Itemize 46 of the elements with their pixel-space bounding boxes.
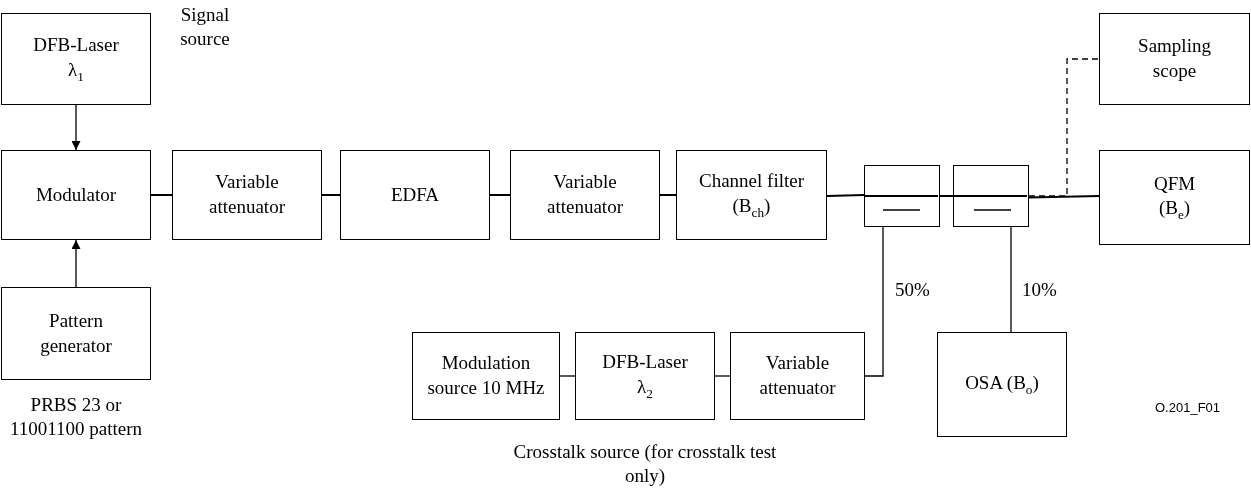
- box-label: EDFA: [390, 182, 440, 207]
- connector-line: [321, 194, 341, 196]
- box-label: OSA (B$_{o}$): [965, 370, 1039, 399]
- box-label: QFM (B$_{e}$): [1152, 171, 1197, 224]
- process-box: [1099, 13, 1250, 105]
- arrow: [71, 239, 81, 288]
- connector-line: [1028, 195, 1100, 199]
- connector-line: [826, 194, 865, 197]
- process-box: [1, 150, 151, 240]
- box-label: Variable attenuator: [546, 170, 624, 219]
- process-box: [575, 332, 715, 420]
- box-label: Pattern generator: [39, 308, 113, 358]
- process-box: [1, 287, 151, 380]
- section-label: Crosstalk source (for crosstalk test only): [512, 440, 778, 488]
- process-box: [1, 13, 151, 105]
- connector-line: [714, 375, 731, 377]
- process-box: [172, 150, 322, 240]
- box-label: Variable attenuator: [208, 170, 286, 219]
- coupler-box: [953, 165, 1029, 227]
- box-label: DFB-Laser λ$_{2}$: [601, 350, 689, 402]
- box-label: Channel filter (B$_{ch}$): [698, 169, 805, 221]
- box-label: DFB-Laser λ$_{1}$: [32, 33, 120, 85]
- box-label: Modulation source 10 MHz: [426, 351, 546, 400]
- caption-text: PRBS 23 or 11001100 pattern: [8, 393, 144, 441]
- box-label: Variable attenuator: [758, 351, 837, 400]
- coupler-box: [864, 165, 940, 227]
- box-label: Sampling scope: [1137, 34, 1212, 83]
- process-box: [1099, 150, 1250, 245]
- dashed-connector: [1028, 58, 1100, 197]
- process-box: [412, 332, 560, 420]
- process-box: [340, 150, 490, 240]
- connector-line: [659, 194, 677, 196]
- connector-line: [150, 194, 173, 196]
- connector-line: [864, 226, 884, 377]
- arrow: [71, 104, 81, 151]
- section-label: Signal source: [179, 3, 231, 51]
- process-box: [676, 150, 827, 240]
- connector-line: [489, 194, 511, 196]
- process-box: [730, 332, 865, 420]
- process-box: [937, 332, 1067, 437]
- connector-line: [1010, 226, 1012, 333]
- connector-line: [559, 375, 576, 377]
- connector-line: [939, 195, 954, 197]
- box-label: Modulator: [35, 182, 117, 207]
- process-box: [510, 150, 660, 240]
- figure-id: O.201_F01: [1155, 400, 1222, 417]
